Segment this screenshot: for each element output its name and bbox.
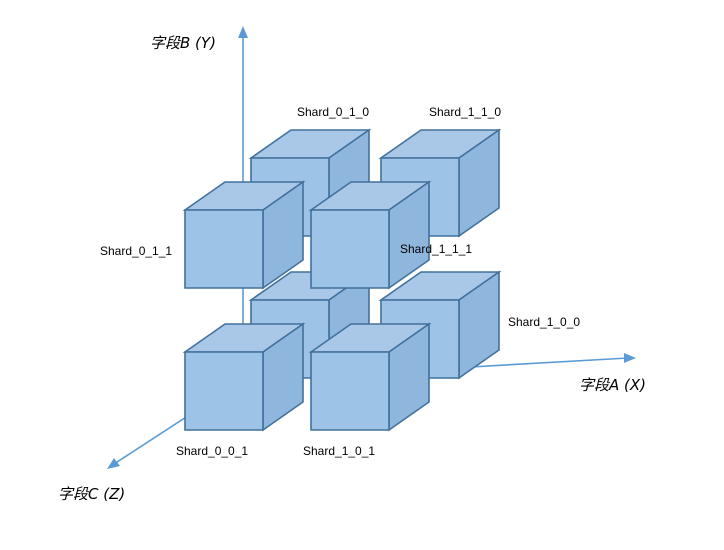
shard-cube-1-1-1 <box>308 180 432 290</box>
shard-label-1-0-1: Shard_1_0_1 <box>303 444 376 458</box>
cube-front-face <box>184 209 264 289</box>
shard-cube-0-1-1 <box>182 180 306 290</box>
shard-label-1-1-1: Shard_1_1_1 <box>400 242 473 256</box>
shard-label-1-1-0: Shard_1_1_0 <box>429 105 502 119</box>
shard-label-0-0-1: Shard_0_0_1 <box>176 444 249 458</box>
shard-label-1-0-0: Shard_1_0_0 <box>508 315 581 329</box>
cube-front-face <box>184 351 264 431</box>
x-axis-arrowhead <box>624 353 636 363</box>
shard-cube-1-0-1 <box>308 322 432 432</box>
y-axis-label: 字段B (Y) <box>150 34 216 52</box>
x-axis-label: 字段A (X) <box>579 376 647 394</box>
cube-front-face <box>310 209 390 289</box>
shard-label-0-1-0: Shard_0_1_0 <box>297 105 370 119</box>
cube-front-face <box>310 351 390 431</box>
shard-label-0-1-1: Shard_0_1_1 <box>100 244 173 258</box>
y-axis-arrowhead <box>238 26 248 38</box>
cube-group <box>182 128 502 432</box>
shard-cube-0-0-1 <box>182 322 306 432</box>
z-axis-label: 字段C (Z) <box>58 485 126 503</box>
z-axis-arrowhead <box>107 458 120 469</box>
